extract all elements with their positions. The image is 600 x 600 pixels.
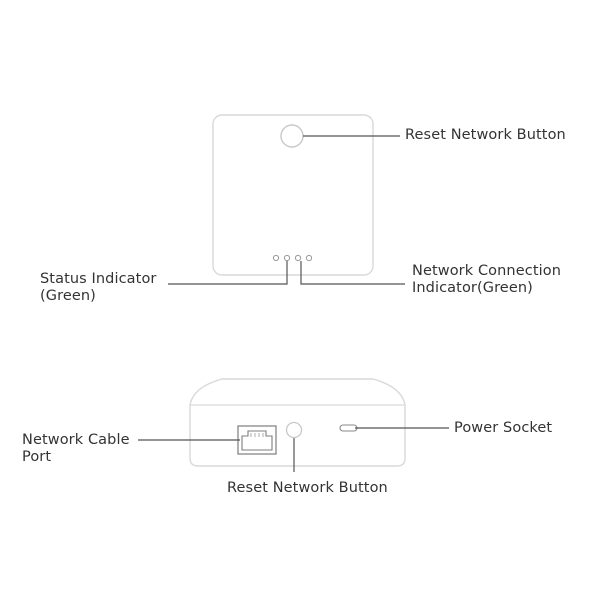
network-indicator-label-line1: Network Connection [412,263,561,279]
front-view-device [189,378,406,467]
front-view-body [189,378,406,467]
front-reset-button-label: Reset Network Button [227,480,388,496]
indicator-led-4 [305,254,313,262]
indicator-led-3 [294,254,302,262]
cable-port-label-line2: Port [22,449,52,465]
power-socket-label: Power Socket [454,420,553,436]
network-indicator-label-line2: Indicator(Green) [412,280,533,296]
top-reset-button [280,124,304,148]
top-view-device [212,114,374,276]
network-indicator-leader-line [300,261,405,285]
status-indicator-label-line1: Status Indicator [40,271,157,287]
network-cable-port-shape [237,425,277,455]
front-reset-button [285,421,303,439]
status-indicator-label-line2: (Green) [40,288,96,304]
status-indicator-leader-line [168,261,288,285]
top-reset-button-label: Reset Network Button [405,127,566,143]
top-view-body [212,114,374,276]
cable-port-label-line1: Network Cable [22,432,130,448]
indicator-led-1 [272,254,280,262]
indicator-led-2 [283,254,291,262]
power-socket-shape [339,424,358,432]
